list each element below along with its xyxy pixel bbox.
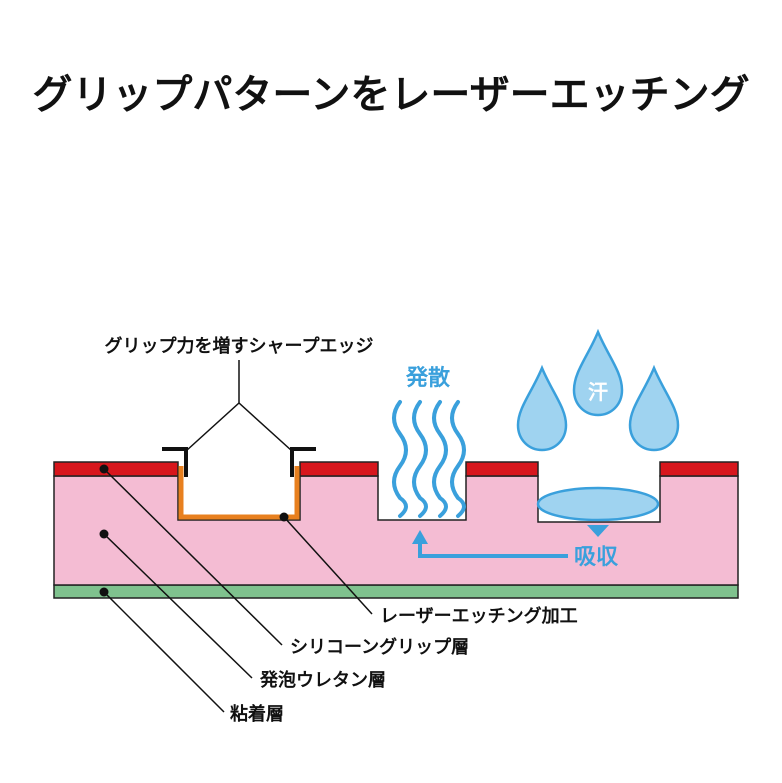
silicone-layer-label: シリコーングリップ層	[290, 636, 469, 658]
absorbed-sweat	[536, 486, 660, 522]
foam-layer-label: 発泡ウレタン層	[259, 669, 386, 691]
water-drop-icon	[572, 328, 624, 417]
silicone-segment	[659, 461, 739, 477]
silicone-segment	[53, 461, 179, 477]
water-drop-icon	[516, 364, 568, 452]
absorb-label: 吸収	[574, 545, 619, 570]
sharp-edge-mark-left	[162, 447, 188, 477]
laser-etch-outline	[178, 466, 300, 520]
laser-etching-label: レーザーエッチング加工	[380, 605, 578, 627]
absorb-flow-arrow	[418, 542, 568, 558]
sharp-edge-mark-right	[290, 447, 316, 477]
water-drop-icon	[628, 364, 680, 452]
sweat-label: 汗	[588, 380, 608, 404]
leader-dots	[99, 464, 289, 597]
dissipation-waves	[392, 400, 466, 518]
silicone-segment	[465, 461, 539, 477]
silicone-segment	[299, 461, 379, 477]
diagram-title: グリップパターンをレーザーエッチング	[32, 72, 749, 118]
arrow-up-icon	[412, 530, 428, 544]
adhesive-layer	[53, 584, 739, 599]
adhesive-layer-label: 粘着層	[230, 703, 284, 725]
sharp-edge-label: グリップ力を増すシャープエッジ	[105, 335, 374, 357]
leader-lines	[103, 468, 373, 713]
sharp-edge-callout	[185, 360, 293, 452]
dissipate-label: 発散	[405, 366, 451, 391]
absorb-arrow-down-icon	[587, 525, 609, 537]
